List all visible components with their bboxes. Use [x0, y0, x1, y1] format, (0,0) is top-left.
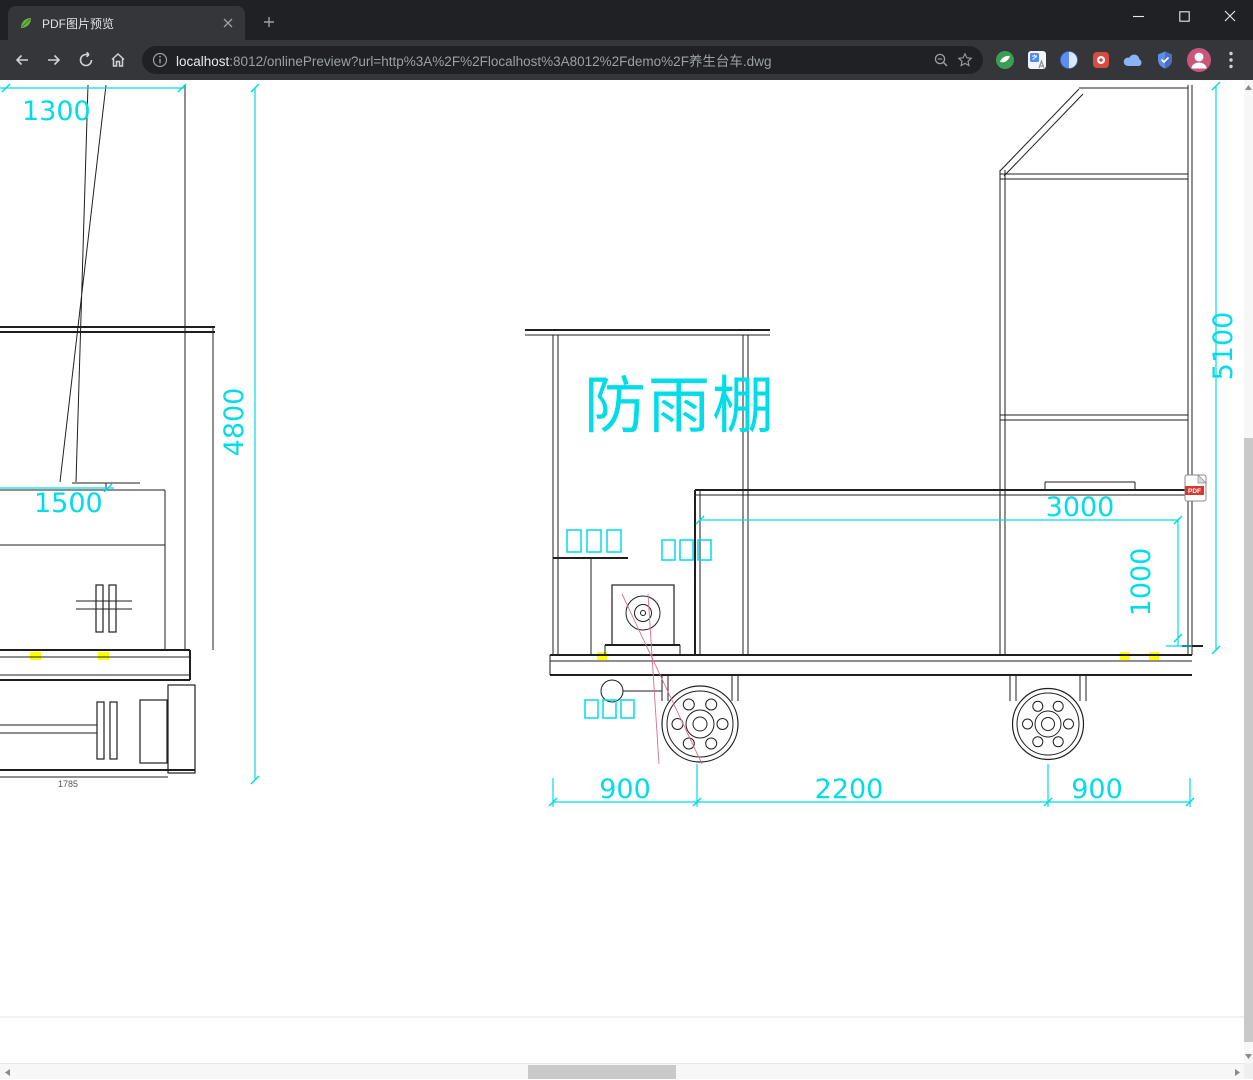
browser-menu-icon[interactable] [1217, 46, 1245, 74]
window-close-button[interactable] [1207, 0, 1253, 32]
back-button[interactable] [8, 46, 36, 74]
dim-label-3000: 3000 [1046, 492, 1115, 523]
reload-button[interactable] [72, 46, 100, 74]
dim-label-1000: 1000 [1126, 548, 1157, 617]
spring-leaf-favicon [18, 15, 34, 31]
cad-drawing: 1300 4800 1500 1785 防雨棚 5100 3000 1000 9… [0, 81, 1244, 1018]
vertical-scroll-thumb[interactable] [1244, 438, 1253, 1042]
scroll-up-arrow[interactable] [1244, 80, 1253, 94]
scroll-right-arrow[interactable] [1230, 1064, 1244, 1080]
browser-toolbar: localhost:8012/onlinePreview?url=http%3A… [0, 40, 1253, 80]
url-host: localhost [176, 54, 230, 69]
horizontal-scroll-thumb[interactable] [528, 1065, 676, 1079]
url-bar[interactable]: localhost:8012/onlinePreview?url=http%3A… [142, 46, 983, 74]
pdf-float-icon[interactable]: PDF [1184, 474, 1207, 502]
bookmark-star-icon[interactable] [957, 52, 973, 68]
dim-label-900-left: 900 [599, 774, 651, 805]
extension-icon-green[interactable] [992, 47, 1018, 73]
dim-label-1785: 1785 [58, 779, 78, 789]
zoom-icon[interactable] [933, 52, 949, 68]
construction-lines [621, 593, 703, 765]
pdf-icon-label: PDF [1188, 488, 1201, 495]
window-maximize-button[interactable] [1161, 0, 1207, 32]
dim-label-1300: 1300 [22, 96, 91, 127]
left-machine-structure [0, 84, 215, 778]
cyan-detail-squares [566, 529, 712, 719]
url-path: :8012/onlinePreview?url=http%3A%2F%2Floc… [229, 54, 772, 69]
right-wheel [1011, 687, 1085, 761]
dimension-lines [0, 81, 1221, 807]
extension-icon-cloud[interactable] [1120, 47, 1146, 73]
extension-icon-red[interactable] [1088, 47, 1114, 73]
window-minimize-button[interactable] [1115, 0, 1161, 32]
url-text: localhost:8012/onlinePreview?url=http%3A… [176, 50, 925, 70]
rain-shelter-label: 防雨棚 [584, 369, 776, 442]
forward-button[interactable] [40, 46, 68, 74]
new-tab-button[interactable] [255, 8, 283, 36]
right-frame-structure [694, 85, 1203, 655]
trolley-structure [525, 329, 1192, 703]
browser-tab[interactable]: PDF图片预览 [8, 6, 245, 40]
preview-content: 1300 4800 1500 1785 防雨棚 5100 3000 1000 9… [0, 80, 1253, 1079]
scroll-left-arrow[interactable] [0, 1064, 14, 1080]
extension-icon-shield[interactable] [1152, 47, 1178, 73]
dim-label-5100: 5100 [1208, 312, 1239, 381]
tab-title: PDF图片预览 [42, 16, 115, 31]
scrollbar-corner [1244, 1063, 1253, 1079]
scroll-down-arrow[interactable] [1244, 1049, 1253, 1063]
dim-label-2200: 2200 [815, 774, 884, 805]
dim-label-1500: 1500 [34, 488, 103, 519]
home-button[interactable] [104, 46, 132, 74]
page-info-icon[interactable] [152, 52, 168, 68]
dim-label-900-right: 900 [1071, 774, 1123, 805]
extension-icon-translate[interactable] [1024, 47, 1050, 73]
extension-icon-globe[interactable] [1056, 47, 1082, 73]
tab-strip: PDF图片预览 [0, 0, 1253, 40]
tab-close-icon[interactable] [219, 14, 237, 32]
horizontal-scrollbar[interactable] [0, 1063, 1244, 1079]
profile-avatar[interactable] [1186, 47, 1212, 73]
left-wheel [661, 685, 739, 763]
vertical-scrollbar[interactable] [1244, 80, 1253, 1063]
dim-label-4800: 4800 [219, 388, 250, 457]
window-controls [1115, 0, 1253, 32]
